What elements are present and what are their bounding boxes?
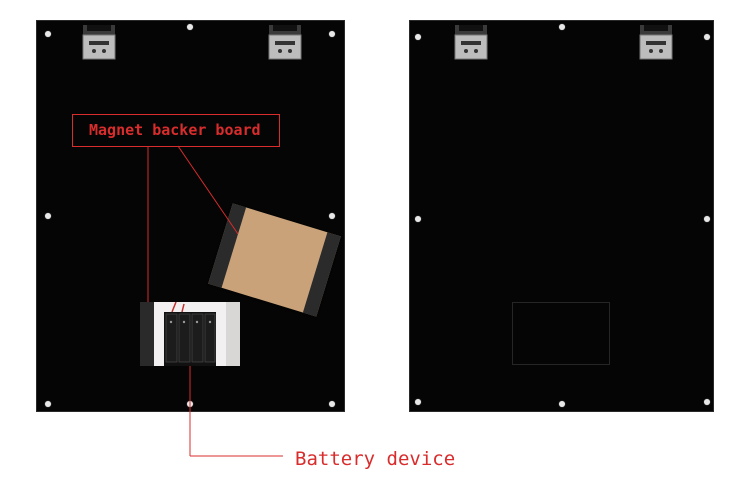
screw-icon: [187, 24, 193, 30]
screw-icon: [704, 216, 710, 222]
backer-callout-box: [72, 114, 280, 147]
screw-icon: [415, 399, 421, 405]
screw-icon: [45, 213, 51, 219]
hanger-bracket-icon: [454, 25, 488, 60]
screw-icon: [559, 401, 565, 407]
screw-icon: [329, 401, 335, 407]
hanger-bracket-icon: [82, 25, 116, 60]
hanger-bracket-icon: [268, 25, 302, 60]
backer-board-label: Magnet backer board: [89, 121, 261, 139]
right-frame-back: [409, 20, 714, 412]
screw-icon: [329, 31, 335, 37]
screw-icon: [329, 213, 335, 219]
screw-icon: [45, 401, 51, 407]
screw-icon: [704, 399, 710, 405]
screw-icon: [704, 34, 710, 40]
screw-icon: [415, 216, 421, 222]
battery-device-photo: [140, 302, 240, 366]
screw-icon: [415, 34, 421, 40]
hanger-bracket-icon: [639, 25, 673, 60]
screw-icon: [559, 24, 565, 30]
battery-holder-icon: [140, 302, 240, 366]
screw-icon: [187, 401, 193, 407]
screw-icon: [45, 31, 51, 37]
battery-compartment-cover: [512, 302, 610, 365]
battery-device-label: Battery device: [295, 448, 456, 470]
